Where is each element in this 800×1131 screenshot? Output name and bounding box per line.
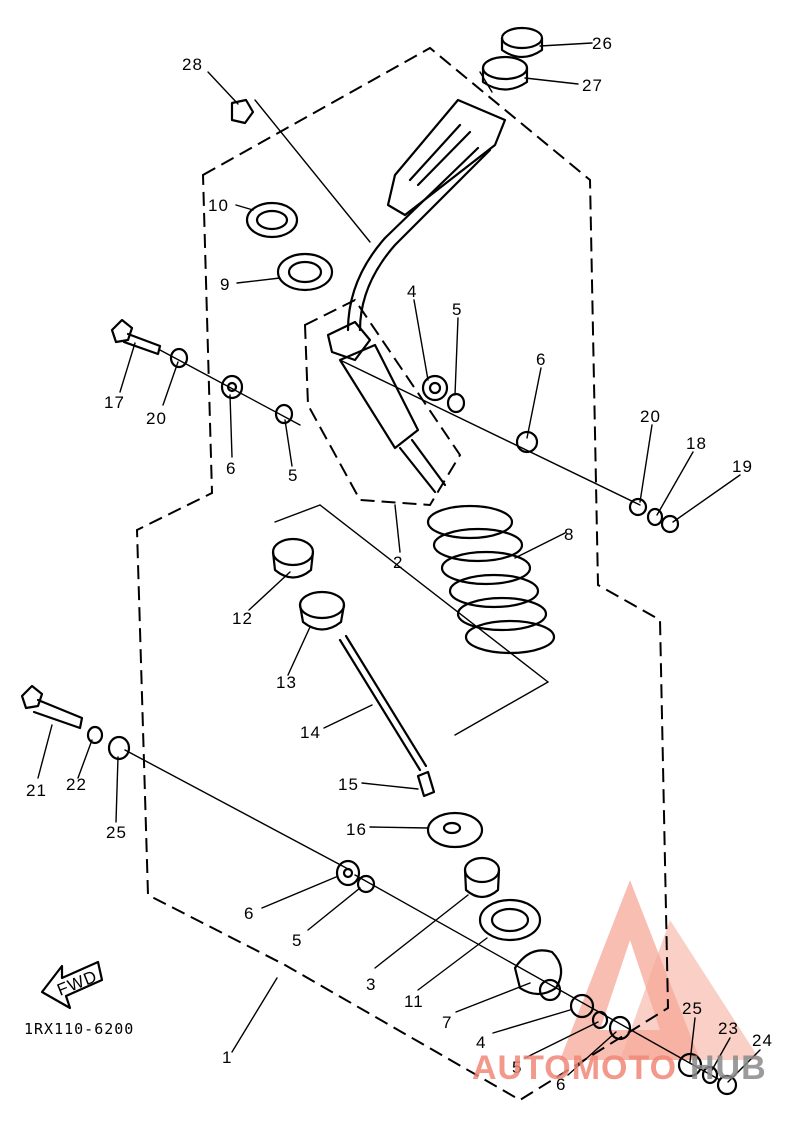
collar-6-left	[220, 374, 244, 400]
label-26: 26	[592, 34, 613, 53]
bushing-4-lower	[569, 993, 595, 1019]
cap-part	[500, 26, 544, 59]
watermark-text: AUTOMOTO HUB	[472, 1049, 767, 1087]
spring-seat-13	[298, 590, 346, 631]
label-5-left: 5	[288, 466, 298, 485]
bush-3	[463, 856, 501, 899]
parts-artwork	[20, 26, 738, 1096]
label-19: 19	[732, 457, 753, 476]
ring-11	[478, 898, 542, 942]
label-18: 18	[686, 434, 707, 453]
spring-seat-12	[271, 537, 315, 579]
small-nut-part	[230, 98, 255, 125]
label-7: 7	[442, 1013, 452, 1032]
hose	[358, 148, 492, 332]
washer-22	[86, 725, 104, 745]
collar-25-left	[107, 735, 131, 761]
label-5-lower: 5	[512, 1058, 522, 1077]
assembly-boundary-dashed	[135, 46, 670, 1102]
watermark-text-hub: HUB	[690, 1049, 767, 1087]
nut-20-left	[169, 347, 189, 369]
washer-5-left	[274, 403, 294, 425]
rod-14	[338, 634, 428, 772]
spring-8	[426, 504, 556, 655]
nut-19	[660, 514, 680, 534]
label-15: 15	[338, 775, 359, 794]
washer-5-lower-right	[591, 1010, 609, 1030]
label-11: 11	[404, 992, 424, 1011]
label-22: 22	[66, 775, 87, 794]
label-14: 14	[300, 723, 321, 742]
washer-18	[646, 507, 664, 527]
label-13: 13	[276, 673, 297, 692]
nut-24	[716, 1074, 738, 1096]
collar-6-lower-right	[608, 1015, 632, 1041]
watermark-text-automoto: AUTOMOTO	[472, 1049, 677, 1087]
label-21: 21	[26, 781, 47, 800]
label-25-left: 25	[106, 823, 127, 842]
label-17: 17	[104, 393, 125, 412]
reservoir-tank	[386, 98, 507, 217]
label-3: 3	[366, 975, 376, 994]
lower-eye-7	[513, 949, 563, 1002]
label-1: 1	[222, 1048, 232, 1067]
pin-15	[416, 770, 436, 798]
bolt-21	[20, 684, 84, 730]
label-5-upper: 5	[452, 300, 462, 319]
label-20-left: 20	[146, 409, 167, 428]
label-23: 23	[718, 1019, 739, 1038]
label-6-lower-left: 6	[244, 904, 254, 923]
label-4-upper: 4	[407, 282, 417, 301]
label-16: 16	[346, 820, 367, 839]
bushing-part	[481, 55, 529, 91]
washer-16	[426, 811, 484, 849]
label-6-lower-right: 6	[556, 1075, 566, 1094]
ring-nut-9	[276, 252, 334, 292]
label-27: 27	[582, 76, 603, 95]
collar-25-right	[677, 1052, 703, 1078]
label-9: 9	[220, 275, 230, 294]
collar-6-lower	[335, 859, 361, 887]
label-10: 10	[208, 196, 229, 215]
label-28: 28	[182, 55, 203, 74]
label-4-lower: 4	[476, 1033, 486, 1052]
label-6-upper: 6	[536, 350, 546, 369]
leader-lines	[37, 42, 761, 1083]
label-5-lower-left: 5	[292, 931, 302, 950]
part-number-labels: 26 27 28 10 9 4 5 6 20 18 19 17 20 6 5 2…	[26, 34, 773, 1094]
bolt-17	[110, 318, 162, 356]
label-6-left: 6	[226, 459, 236, 478]
label-25-right: 25	[682, 999, 703, 1018]
ring-nut-10	[245, 201, 299, 239]
shock-body-bracket	[303, 298, 462, 507]
washer-23	[701, 1065, 719, 1085]
label-2: 2	[393, 553, 403, 572]
collar-6-right	[515, 430, 539, 454]
label-20-right: 20	[640, 407, 661, 426]
washer-5-upper	[446, 392, 466, 414]
shock-body	[326, 320, 447, 494]
label-24: 24	[752, 1031, 773, 1050]
hose-inner	[346, 146, 480, 332]
fwd-arrow-icon	[40, 960, 104, 1010]
washer-5-lower	[356, 874, 376, 894]
label-8: 8	[564, 525, 574, 544]
nut-20-right	[628, 497, 648, 517]
bushing-4-upper	[421, 374, 449, 402]
label-12: 12	[232, 609, 253, 628]
diagram-code: 1RX110-6200	[24, 1020, 134, 1038]
